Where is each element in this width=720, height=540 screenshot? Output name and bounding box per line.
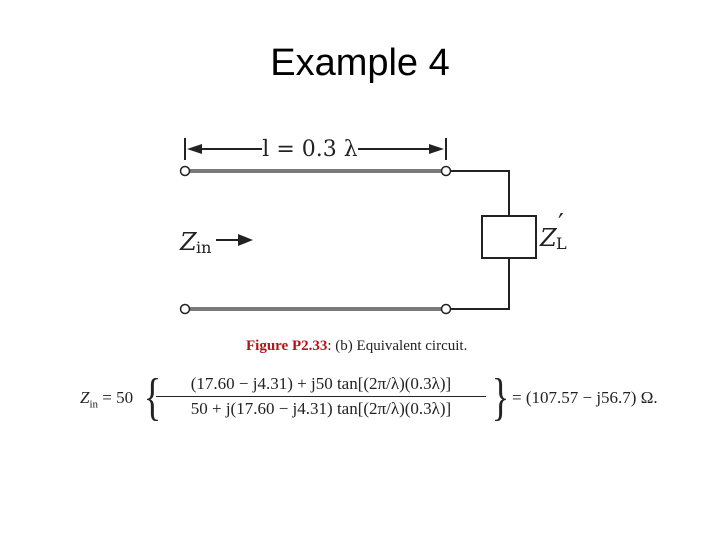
- zin-equation: Zin = 50 { (17.60 − j4.31) + j50 tan[(2π…: [80, 372, 700, 428]
- zl-prime: ′: [558, 209, 564, 239]
- slide-title: Example 4: [270, 42, 450, 84]
- figure-caption: Figure P2.33: (b) Equivalent circuit.: [246, 338, 467, 355]
- zin-arrow-head: [238, 234, 253, 246]
- equation-numerator: (17.60 − j4.31) + j50 tan[(2π/λ)(0.3λ)]: [156, 374, 486, 397]
- terminal-bottom-right: [440, 303, 452, 315]
- zl-subscript: L: [556, 234, 567, 253]
- figure-caption-text: : (b) Equivalent circuit.: [327, 338, 468, 354]
- transmission-line-diagram: l = 0.3 λ Z ′ L Z in: [179, 137, 567, 315]
- length-label: l = 0.3 λ: [262, 137, 357, 162]
- zl-label: Z: [539, 224, 558, 252]
- terminal-bottom-left: [179, 303, 191, 315]
- equation-rhs: = (107.57 − j56.7) Ω.: [512, 388, 658, 407]
- zin-label: Z: [179, 228, 198, 256]
- equation-fraction: (17.60 − j4.31) + j50 tan[(2π/λ)(0.3λ)] …: [156, 374, 486, 419]
- load-wire-top: [450, 170, 510, 216]
- load-wire-bottom: [450, 258, 510, 310]
- equation-lhs: Zin = 50: [80, 388, 134, 411]
- length-arrow-left-head: [187, 144, 202, 154]
- equation-denominator: 50 + j(17.60 − j4.31) tan[(2π/λ)(0.3λ)]: [190, 399, 452, 418]
- length-arrow-right-head: [429, 144, 444, 154]
- terminal-top-right: [440, 165, 452, 177]
- left-brace: {: [143, 369, 162, 426]
- terminal-top-left: [179, 165, 191, 177]
- load-impedance-box: [481, 215, 537, 259]
- right-brace: }: [491, 369, 510, 426]
- figure-caption-label: Figure P2.33: [246, 338, 328, 354]
- zin-subscript: in: [196, 238, 211, 257]
